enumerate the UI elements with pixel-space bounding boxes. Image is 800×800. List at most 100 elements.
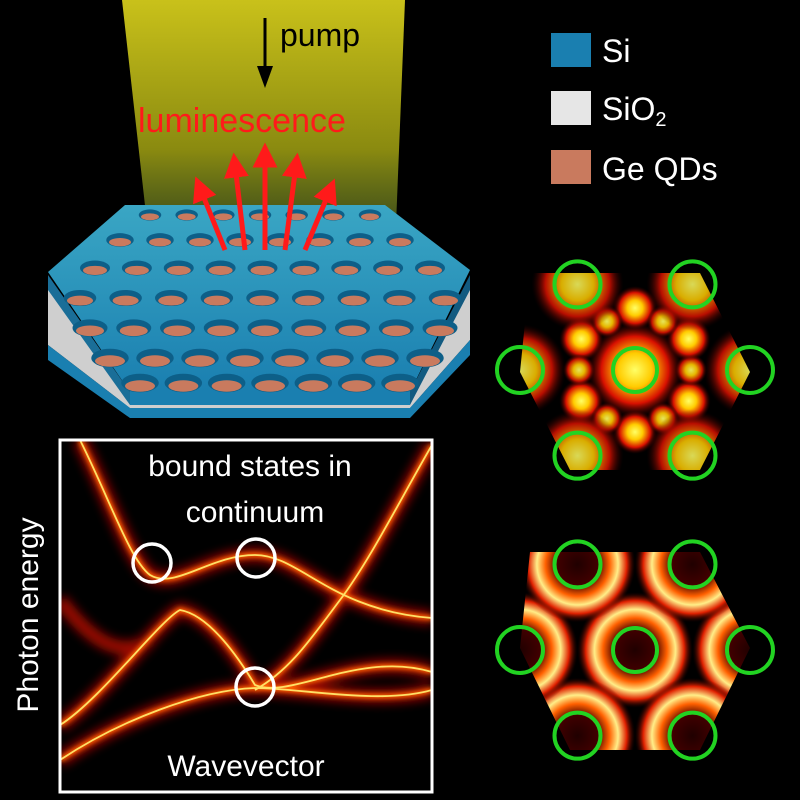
air-hole [337, 289, 370, 307]
lattice-site-ring [667, 430, 718, 481]
field-lobe [613, 286, 657, 330]
air-hole [207, 373, 246, 393]
air-hole [289, 260, 320, 276]
air-hole [266, 233, 294, 247]
field-lobe [531, 273, 624, 331]
air-hole [358, 209, 382, 221]
lattice-site-ring [552, 539, 603, 590]
legend-label-sio2: SiO2 [602, 91, 666, 131]
luminescence-arrows [193, 142, 337, 251]
field-ring-mode [692, 592, 750, 708]
air-hole [251, 373, 289, 393]
field-ring-mode [634, 677, 750, 750]
field-lobe [646, 409, 739, 470]
luminescence-arrow [281, 152, 307, 251]
luminescence-arrow [302, 178, 337, 251]
lattice-site-ring [552, 259, 603, 310]
field-map-upper-rings [495, 259, 775, 481]
luminescence-arrow [224, 152, 249, 251]
lattice-site-ring [495, 345, 545, 395]
air-hole [164, 373, 203, 393]
air-hole [186, 233, 214, 247]
air-hole [291, 289, 325, 307]
band-curves [60, 440, 432, 766]
air-hole [146, 233, 174, 247]
bic-marker [234, 666, 276, 708]
x-axis-label: Wavevector [167, 750, 324, 783]
lattice-site-ring [667, 710, 718, 761]
air-hole [346, 233, 374, 247]
field-ring-mode [520, 677, 636, 750]
air-hole [422, 319, 458, 337]
band-plot-title-line1: bound states in [148, 450, 351, 483]
air-hole [415, 260, 445, 276]
air-hole [121, 373, 159, 393]
field-lobe [531, 409, 624, 470]
air-hole [428, 289, 462, 307]
air-hole [386, 233, 414, 247]
air-hole [335, 319, 370, 337]
air-hole [291, 319, 327, 337]
air-hole [138, 209, 162, 221]
air-hole [381, 373, 419, 393]
lattice-site-ring [611, 626, 659, 674]
air-hole [121, 260, 152, 276]
air-hole [248, 209, 272, 221]
field-map-lower-rings [495, 539, 775, 761]
luminescence-arrow [193, 176, 228, 251]
field-lobe [704, 324, 750, 416]
air-hole [361, 348, 399, 368]
air-hole [175, 209, 198, 221]
band-plot-title-line2: continuum [186, 496, 324, 529]
field-map-lower [495, 539, 775, 761]
air-hole [331, 260, 362, 276]
lattice-site-ring [667, 539, 718, 590]
air-hole [406, 348, 444, 368]
lattice-site-ring [725, 625, 775, 675]
air-hole [116, 319, 152, 337]
field-ring-mode [520, 552, 636, 623]
band-plot: bound states in continuum Wavevector Pho… [12, 438, 434, 794]
pump-annotation: pump [257, 17, 360, 88]
field-ring-mode [634, 552, 750, 623]
lattice-site-ring [552, 710, 603, 761]
field-lobe [646, 273, 739, 331]
legend: Si SiO2 Ge QDs [551, 33, 718, 187]
field-ring-mode [520, 592, 578, 708]
air-hole [106, 233, 134, 247]
air-hole [136, 348, 174, 368]
field-lobe [675, 354, 707, 386]
lattice-site-ring [552, 430, 603, 481]
field-map-upper [495, 259, 775, 481]
field-lobe [587, 322, 683, 418]
air-hole [271, 348, 309, 368]
air-hole [163, 260, 194, 276]
air-hole [226, 348, 264, 368]
air-hole [72, 319, 108, 337]
field-lobe [520, 324, 566, 416]
bic-marker [235, 537, 277, 579]
air-hole [80, 260, 110, 276]
air-holes [63, 209, 462, 393]
y-axis-label: Photon energy [12, 517, 45, 712]
lattice-site-ring [725, 345, 775, 395]
air-hole [337, 373, 376, 393]
lattice-site-ring [611, 346, 659, 394]
air-hole [91, 348, 129, 368]
air-hole [203, 319, 239, 337]
legend-swatch-sio2 [551, 91, 591, 125]
air-hole [160, 319, 195, 337]
legend-swatch-si [551, 33, 591, 67]
air-hole [383, 289, 416, 307]
air-hole [322, 209, 345, 221]
air-hole [226, 233, 254, 247]
air-hole [109, 289, 142, 307]
air-hole [247, 260, 278, 276]
field-ring-mode [577, 592, 693, 708]
air-hole [63, 289, 97, 307]
field-lobe [613, 410, 657, 454]
air-hole [205, 260, 236, 276]
lattice-site-ring [495, 625, 545, 675]
air-hole [316, 348, 354, 368]
